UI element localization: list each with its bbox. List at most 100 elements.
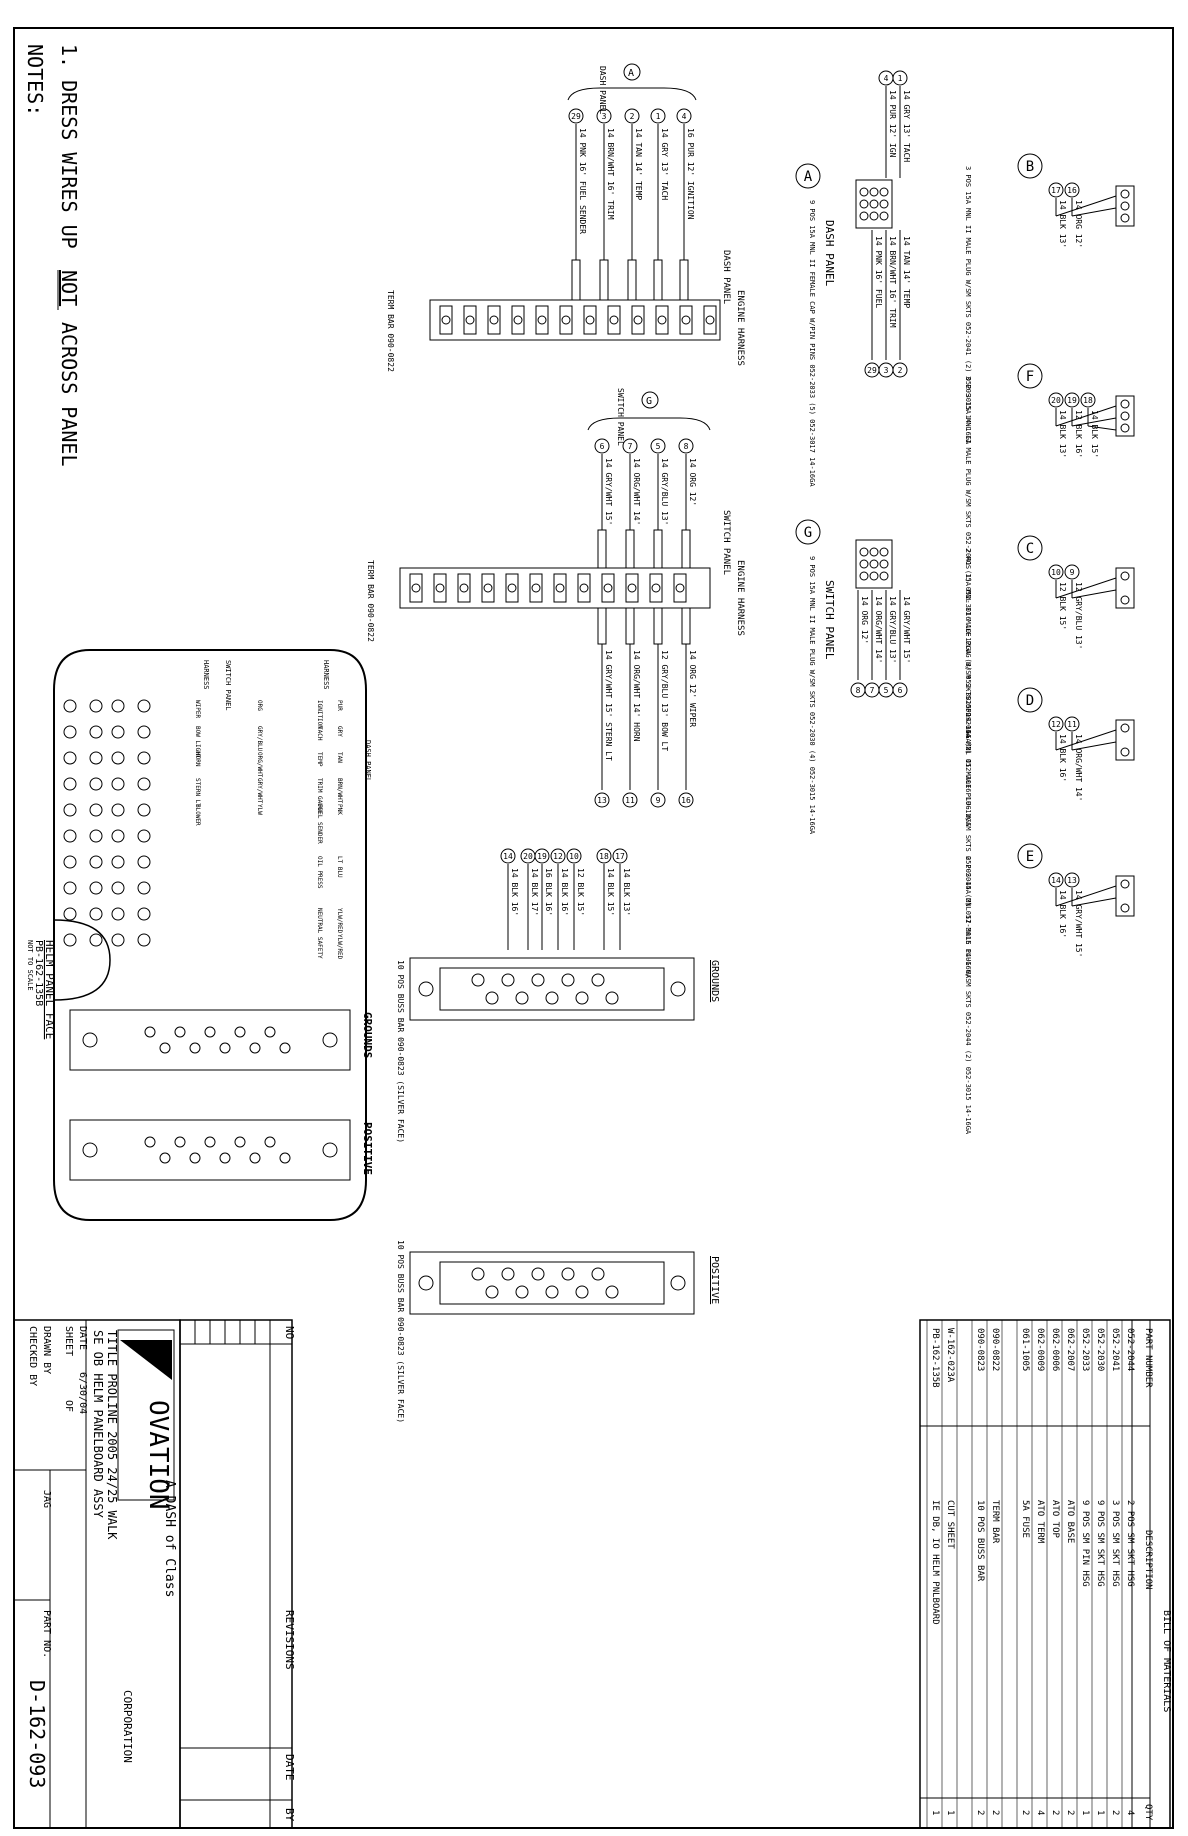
- bom-row-2-desc: 9 POS SM SKT HSG: [1095, 1500, 1105, 1587]
- ground-wire-label-1-wrap: 14 BLK 15': [606, 868, 615, 916]
- switch-wire-label-0: 14 ORG 12': [688, 458, 697, 506]
- helm-harn2-4-wrap: BLOWER: [194, 804, 201, 826]
- switch-out-label-0-wrap: 14 ORG 12' WIPER: [688, 650, 697, 727]
- helm-term-r-4-b: [89, 803, 103, 817]
- conn-dash-letter: A: [804, 169, 813, 185]
- switch-brace: [587, 417, 711, 431]
- conn-sw-rlabel-0: 14 GRY/WHT 15': [902, 596, 911, 663]
- dash-term-screw-7: [609, 315, 619, 325]
- helm-term-l-6-b: [137, 855, 151, 869]
- conn-e-w1-num: 13: [1067, 876, 1077, 885]
- dash-term-10: [679, 305, 693, 335]
- conn-d-pin-0: [1120, 723, 1130, 733]
- dash-wire-lug-0: [679, 259, 689, 301]
- conn-sw-letter: G: [804, 525, 812, 541]
- helm-bar0-screw-b1: [189, 1042, 201, 1054]
- bom-row-3-qty: 1: [1080, 1810, 1090, 1815]
- dash-panel-label: DASH PANEL: [721, 250, 731, 304]
- helm-term-r-0-a: [63, 699, 77, 713]
- conn-dash-pin-2-2: [879, 211, 889, 221]
- conn-dash-r2-circle: [864, 362, 880, 378]
- ground-wire-3-circle: [550, 848, 566, 864]
- ground-wire-2-circle: [566, 848, 582, 864]
- note-1: 1. DRESS WIRES UP NOT ACROSS PANEL: [57, 44, 81, 467]
- switch-out-2-num: 11: [625, 796, 635, 805]
- pos-screw-a4: [591, 1267, 605, 1281]
- conn-sw-llabel-0: 14 ORG 12': [860, 596, 869, 644]
- tb-date: 6/30/04: [77, 1372, 88, 1414]
- pos-screw-b1: [515, 1285, 529, 1299]
- rev-head-no-wrap: NO: [283, 1326, 296, 1339]
- dash-wire-4-circle: [568, 108, 584, 124]
- conn-sw-pin-2-2: [879, 571, 889, 581]
- tb-title2: SE OB HELM PANELBOARD ASSY: [91, 1330, 105, 1519]
- switch-out-1-circle: [650, 792, 666, 808]
- tb-of-label-wrap: OF: [63, 1400, 74, 1412]
- conn-dash-title-wrap: DASH PANEL: [823, 220, 836, 287]
- bom-row-2-desc-wrap: 9 POS SM SKT HSG: [1095, 1500, 1105, 1587]
- conn-f-w1-num: 19: [1067, 396, 1077, 405]
- conn-sw-pin-2-1: [869, 571, 879, 581]
- conn-sw-desc: 9 POS 15A MNL II MALE PLUG W/SM SKTS 052…: [808, 556, 816, 835]
- helm-sw-0: ORG: [256, 700, 263, 711]
- conn-sw-rlabel-2: 14 ORG/WHT 14': [874, 596, 883, 663]
- bom-row-0-qty-wrap: 4: [1125, 1810, 1135, 1815]
- helm-sw-3: GRY/WHT: [256, 778, 263, 804]
- bom-row-9-desc-wrap: TERM BAR: [990, 1500, 1000, 1544]
- bom-row-12-part-wrap: W-162-023A: [945, 1328, 955, 1383]
- conn-dash-llabel-1: 14 PUR 12' IGN: [888, 90, 897, 158]
- conn-sw-pin-1-2: [879, 559, 889, 569]
- bom-row-13-desc-wrap: IE DB, IO HELM PNLBOARD: [930, 1500, 940, 1625]
- conn-sw-r2-num: 7: [870, 686, 875, 695]
- helm-outline: [53, 649, 367, 1221]
- conn-b-w0-circle: [1048, 182, 1064, 198]
- helm-term-l-5-a: [111, 829, 125, 843]
- ground-wire-label-4-wrap: 16 BLK 16': [544, 868, 553, 916]
- conn-sw-pin-1-1: [869, 559, 879, 569]
- bom-row-3-part-wrap: 052-2033: [1080, 1328, 1090, 1371]
- conn-dash-pin-1-0: [859, 199, 869, 209]
- grounds-buss-inner: [439, 967, 665, 1011]
- conn-f-pin-2: [1120, 423, 1130, 433]
- conn-dash-r2-num: 29: [867, 366, 877, 375]
- dash-harness-label: ENGINE HARNESS: [735, 290, 745, 366]
- helm-bar0-screw-a3: [234, 1026, 246, 1038]
- helm-grounds-bar: [69, 1009, 351, 1071]
- switch-term-0: [409, 573, 423, 603]
- positive-bar-label: 10 POS BUSS BAR 090-0823 (SILVER FACE): [396, 1240, 405, 1423]
- bom-row-7-part-wrap: 061-1005: [1020, 1328, 1030, 1371]
- conn-b-wlabel-1-wrap: 14 ORG 12': [1074, 200, 1083, 248]
- helm-term-l-8-a: [111, 907, 125, 921]
- rev-frame: [179, 1319, 293, 1829]
- helm-harn2-0: WIPER: [194, 700, 201, 718]
- conn-dash-desc-wrap: 9 POS 15A MNL II FEMALE CAP W/PIN PINS 0…: [808, 200, 816, 487]
- conn-c-w0-circle: [1048, 564, 1064, 580]
- helm-harn-8-wrap: NEUTRAL SAFETY: [316, 908, 323, 959]
- dash-wire-label-2: 14 TAN 14' TEMP: [634, 128, 643, 200]
- switch-term-screw-11: [675, 583, 685, 593]
- conn-e-plug: [1115, 875, 1135, 917]
- switch-term-8: [601, 573, 615, 603]
- conn-e-wlabel-0-wrap: 14 BLK 16': [1058, 890, 1067, 938]
- conn-f-wlabel-0-wrap: 14 BLK 13': [1058, 410, 1067, 458]
- conn-b-letter-circle: [1017, 153, 1043, 179]
- ground-wire-label-5-wrap: 14 BLK 17': [530, 868, 539, 916]
- conn-f-wlead-1: [1071, 417, 1117, 427]
- helm-harn-2: TEMP: [316, 752, 323, 767]
- helm-bar0-screw-a0: [144, 1026, 156, 1038]
- bom-head-qty: QTY: [1143, 1804, 1153, 1821]
- dash-letter: A: [628, 68, 634, 79]
- helm-harness-head2: HARNESS: [202, 660, 210, 690]
- helm-dash-1-wrap: GRY: [336, 726, 343, 737]
- bom-row-6-desc-wrap: ATO TERM: [1035, 1500, 1045, 1544]
- ground-screw-b3: [575, 991, 589, 1005]
- pos-screw-a3: [561, 1267, 575, 1281]
- helm-dash-0-wrap: PUR: [336, 700, 343, 711]
- tb-company-wrap: OVATION: [143, 1400, 173, 1510]
- bom-row-6-part-wrap: 062-0009: [1035, 1328, 1045, 1371]
- bom-frame: [919, 1319, 1171, 1829]
- tb-date-label: DATE: [77, 1326, 88, 1350]
- logo-frame: [117, 1329, 175, 1501]
- helm-harness-head-wrap: HARNESS: [322, 660, 330, 690]
